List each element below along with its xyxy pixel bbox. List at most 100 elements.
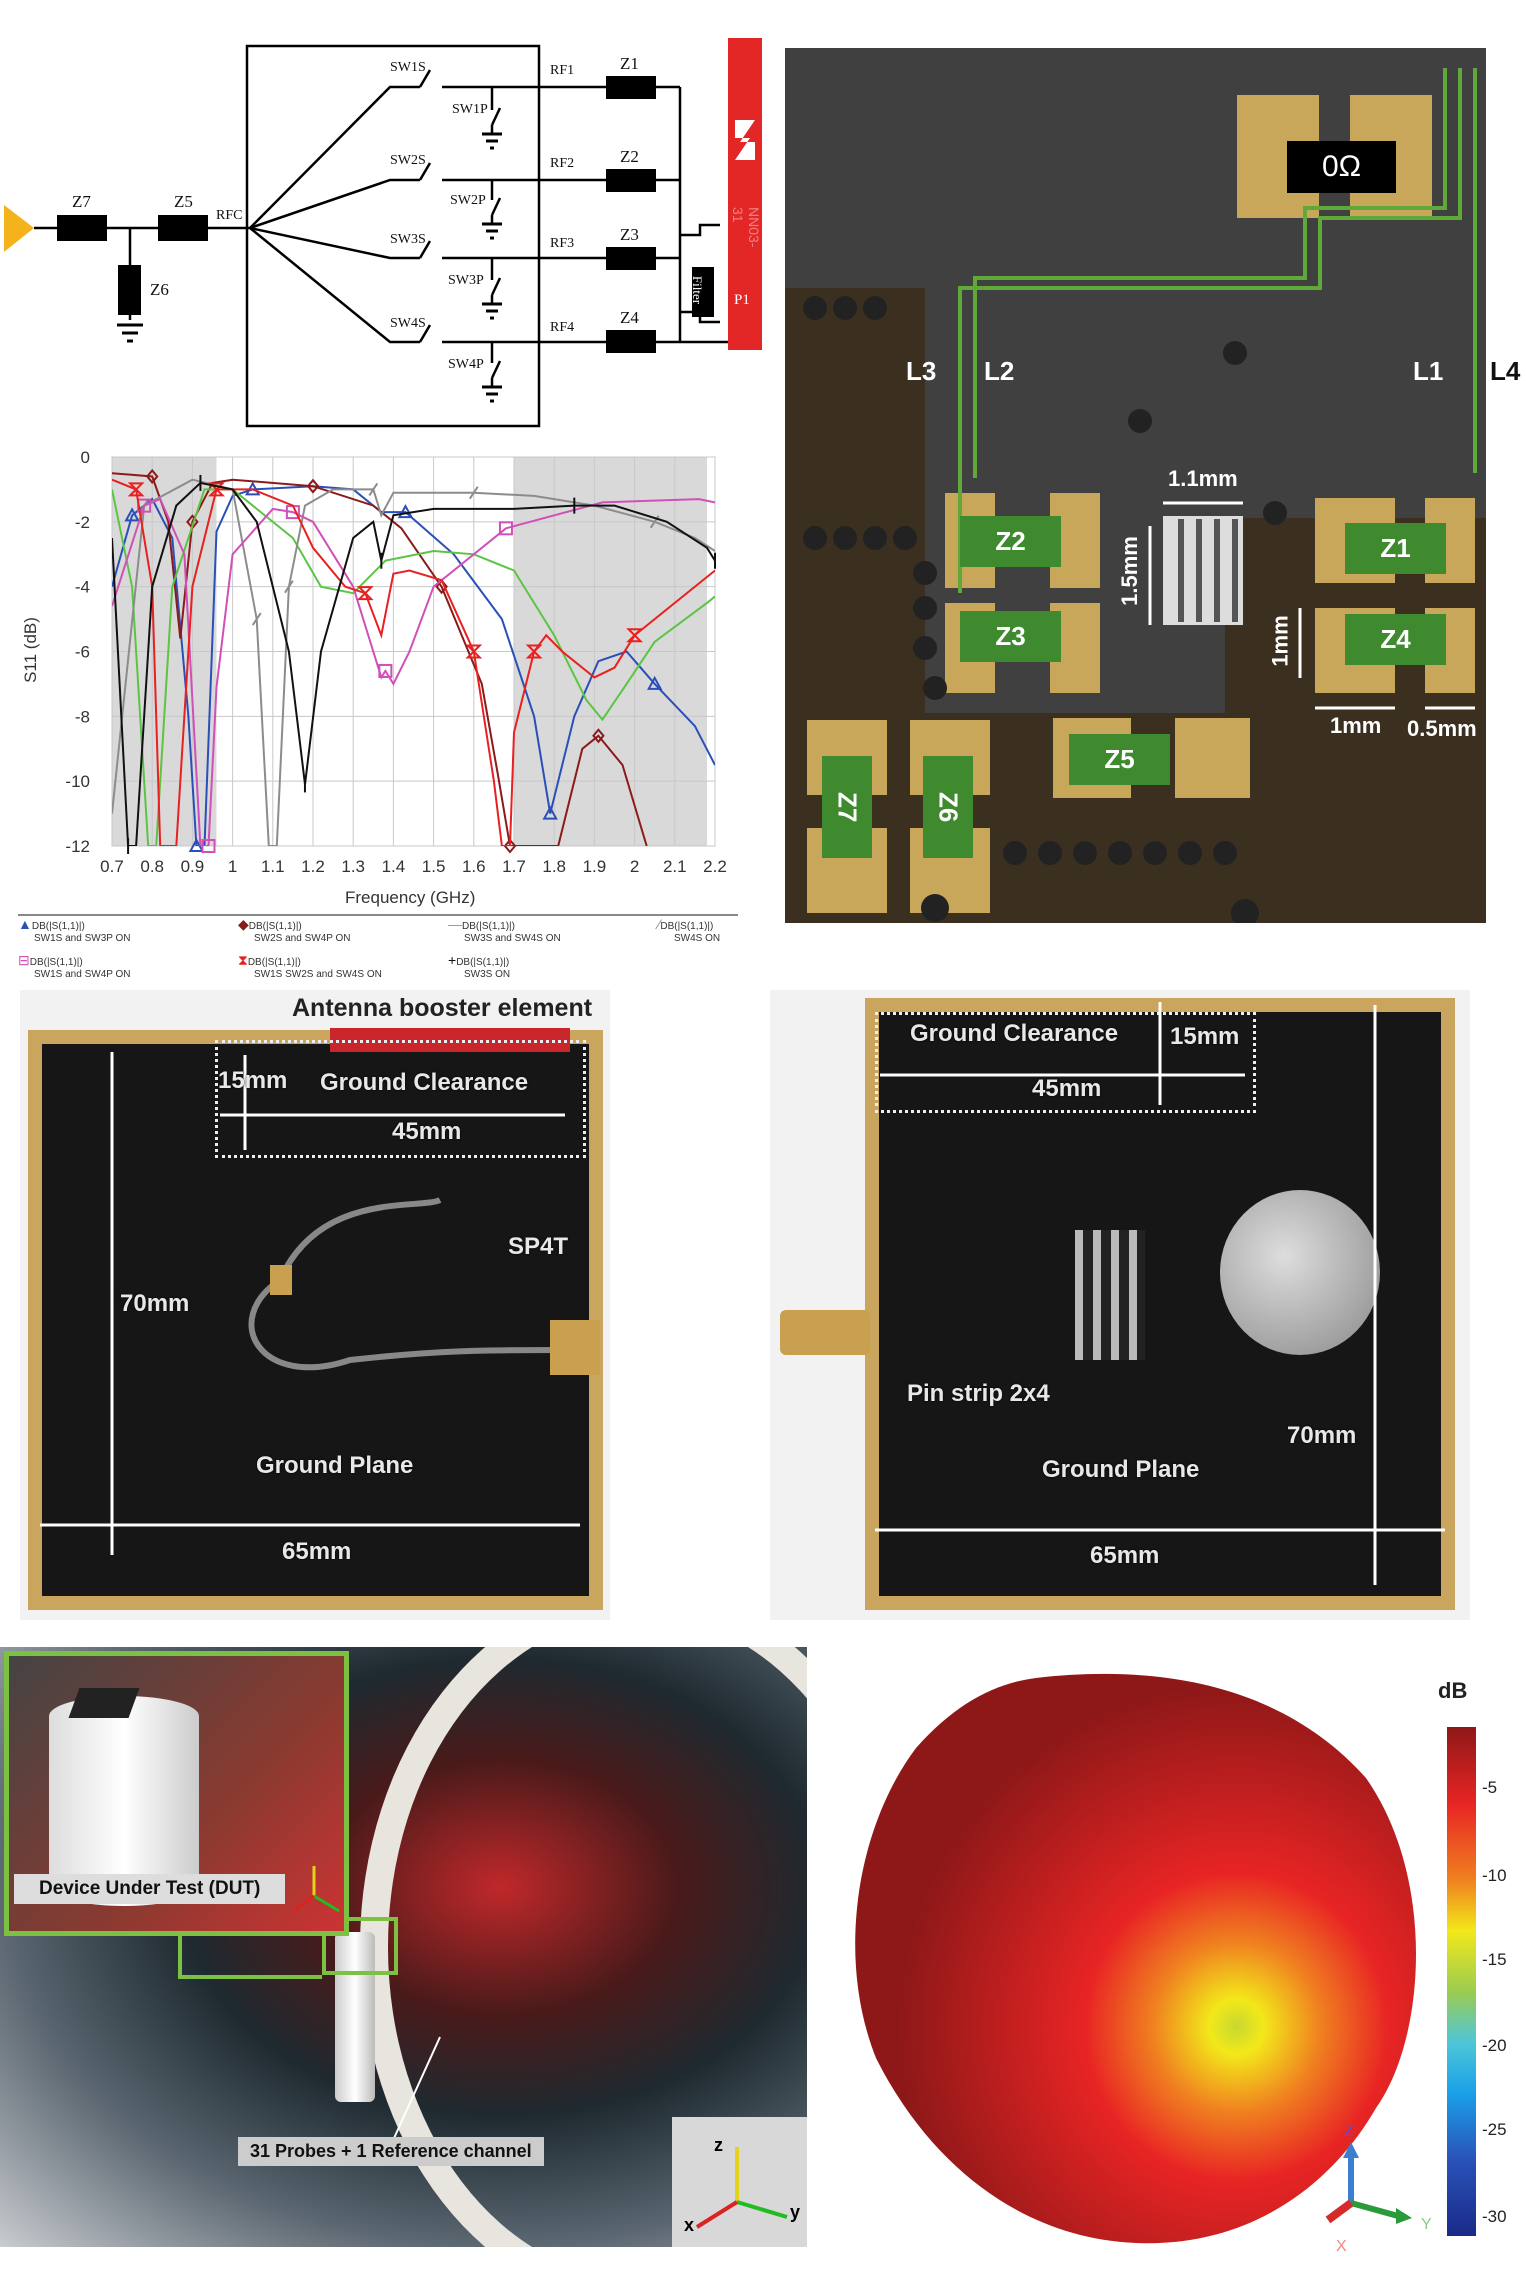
x-tick-label: 1.9 bbox=[583, 857, 607, 876]
triangle-marker-icon: ▲ bbox=[18, 916, 32, 932]
series-marker-2 bbox=[592, 728, 605, 744]
source-triangle-icon bbox=[4, 205, 34, 252]
chamber-photo: Device Under Test (DUT) 31 Probes + 1 Re… bbox=[0, 1647, 807, 2247]
x-tick-label: 1.7 bbox=[502, 857, 526, 876]
dut-cylinder bbox=[49, 1696, 199, 1906]
label-rfc: RFC bbox=[216, 208, 243, 223]
booster-title: Antenna booster element bbox=[292, 994, 593, 1022]
colorbar-tick: -10 bbox=[1482, 1866, 1507, 1885]
label-rf4: RF4 bbox=[550, 320, 575, 335]
x-tick-label: 1.3 bbox=[341, 857, 365, 876]
label-sw1s: SW1S bbox=[390, 60, 426, 75]
label-rf2: RF2 bbox=[550, 156, 575, 171]
label-rf3: RF3 bbox=[550, 236, 575, 251]
label-filter: Filter bbox=[690, 275, 706, 305]
y-tick-label: -12 bbox=[65, 837, 90, 856]
legend-entry: +DB(|S(1,1)|)SW3S ON bbox=[448, 952, 511, 981]
z3-block bbox=[606, 247, 656, 270]
series-line-7 bbox=[112, 481, 715, 846]
series-marker-5 bbox=[498, 521, 513, 536]
photo-back: Ground Clearance 15mm 45mm Pin strip 2x4… bbox=[770, 990, 1470, 1620]
legend-entry: ⧗DB(|S(1,1)|)SW1S SW2S and SW4S ON bbox=[238, 953, 382, 981]
colorbar-unit: dB bbox=[1438, 1678, 1468, 1703]
dut-label: Device Under Test (DUT) bbox=[14, 1874, 286, 1904]
label-sw2s: SW2S bbox=[390, 153, 426, 168]
plus-marker-icon: + bbox=[448, 952, 457, 968]
board-height: 70mm bbox=[120, 1290, 190, 1317]
y-tick-label: -6 bbox=[75, 643, 90, 662]
label-sw3s: SW3S bbox=[390, 232, 426, 247]
series-marker-4 bbox=[368, 482, 379, 496]
axis-y-label: y bbox=[790, 2202, 801, 2222]
square-marker-icon: ⊟ bbox=[18, 952, 30, 968]
booster-logo-icon bbox=[735, 120, 755, 160]
clearance-label: Ground Clearance bbox=[910, 1020, 1119, 1047]
antenna-booster bbox=[728, 38, 762, 350]
axis-z-label: Z bbox=[1344, 2123, 1354, 2140]
inset-dut: Device Under Test (DUT) bbox=[4, 1651, 349, 1936]
series-marker-6 bbox=[356, 586, 374, 601]
legend-line1: DB(|S(1,1)|) bbox=[31, 921, 85, 932]
series-marker-5 bbox=[201, 839, 216, 853]
legend-line2: SW3S ON bbox=[464, 969, 511, 980]
x-axis-label: Frequency (GHz) bbox=[345, 888, 476, 907]
chamber-axes: x y z bbox=[672, 2117, 807, 2247]
legend-line1: DB(|S(1,1)|) bbox=[29, 957, 83, 968]
legend-line2: SW3S and SW4S ON bbox=[464, 933, 561, 944]
series-marker-1 bbox=[647, 675, 663, 690]
radiation-pattern: dB -5 -10 -15 -20 -25 -30 X Y Z bbox=[836, 1658, 1527, 2278]
y-axis-label: S11 (dB) bbox=[20, 617, 40, 683]
label-rf1: RF1 bbox=[550, 63, 575, 78]
board-height: 70mm bbox=[1287, 1422, 1357, 1449]
x-tick-label: 2 bbox=[630, 857, 639, 876]
label-sw4s: SW4S bbox=[390, 316, 426, 331]
axis-x-label: X bbox=[1336, 2238, 1347, 2255]
sp4t-label: SP4T bbox=[508, 1233, 569, 1260]
clearance-height: 15mm bbox=[1170, 1023, 1240, 1050]
dut-highlight-box bbox=[322, 1917, 398, 1975]
x-tick-label: 1 bbox=[228, 857, 237, 876]
pcb-z1: Z1 bbox=[1345, 523, 1446, 574]
series-marker-2 bbox=[145, 468, 159, 485]
dim-chip-height: 1.5mm bbox=[1116, 536, 1142, 606]
probes-label: 31 Probes + 1 Reference channel bbox=[238, 2137, 544, 2166]
y-tick-label: -4 bbox=[75, 578, 90, 597]
dim-chip-width: 1.1mm bbox=[1168, 466, 1238, 491]
series-marker-2 bbox=[435, 579, 448, 595]
dim-gap: 0.5mm bbox=[1407, 716, 1477, 741]
label-sw4p: SW4P bbox=[448, 357, 484, 372]
sma-connector bbox=[780, 1310, 870, 1355]
series-marker-2 bbox=[306, 478, 320, 494]
x-tick-label: 1.6 bbox=[462, 857, 486, 876]
series-marker-6 bbox=[208, 482, 225, 497]
board-width: 65mm bbox=[1090, 1542, 1160, 1569]
series-marker-1 bbox=[397, 504, 414, 519]
colorbar-tick: -5 bbox=[1482, 1778, 1498, 1797]
callout-lines bbox=[178, 1936, 441, 2148]
clearance-width: 45mm bbox=[1032, 1075, 1102, 1102]
z6-block bbox=[118, 265, 141, 315]
legend: ▲DB(|S(1,1)|)SW1S and SW3P ON◆DB(|S(1,1)… bbox=[18, 916, 758, 988]
diamond-marker-icon: ◆ bbox=[238, 916, 249, 932]
axes-triad-icon bbox=[293, 1866, 340, 1913]
z5-block bbox=[158, 215, 208, 241]
z1-block bbox=[606, 76, 656, 99]
legend-line2: SW1S and SW4P ON bbox=[34, 969, 131, 980]
legend-line2: SW2S and SW4P ON bbox=[254, 933, 351, 944]
colorbar bbox=[1447, 1727, 1476, 2236]
pattern-3d-surface bbox=[855, 1673, 1416, 2244]
series-marker-4 bbox=[251, 612, 262, 626]
x-tick-label: 0.7 bbox=[100, 857, 124, 876]
axis-z-label: z bbox=[714, 2135, 723, 2155]
y-tick-label: 0 bbox=[81, 448, 90, 467]
pcb-z3: Z3 bbox=[960, 611, 1061, 662]
label-z5: Z5 bbox=[174, 192, 193, 211]
clearance-height: 15mm bbox=[218, 1067, 288, 1094]
clearance-width: 45mm bbox=[392, 1118, 462, 1145]
label-sw2p: SW2P bbox=[450, 193, 486, 208]
zero-ohm-resistor: 0Ω bbox=[1287, 141, 1396, 193]
y-tick-label: -10 bbox=[65, 772, 90, 791]
legend-line1: DB(|S(1,1)|) bbox=[660, 921, 714, 932]
slash-marker-icon: ⁄ bbox=[658, 916, 661, 932]
